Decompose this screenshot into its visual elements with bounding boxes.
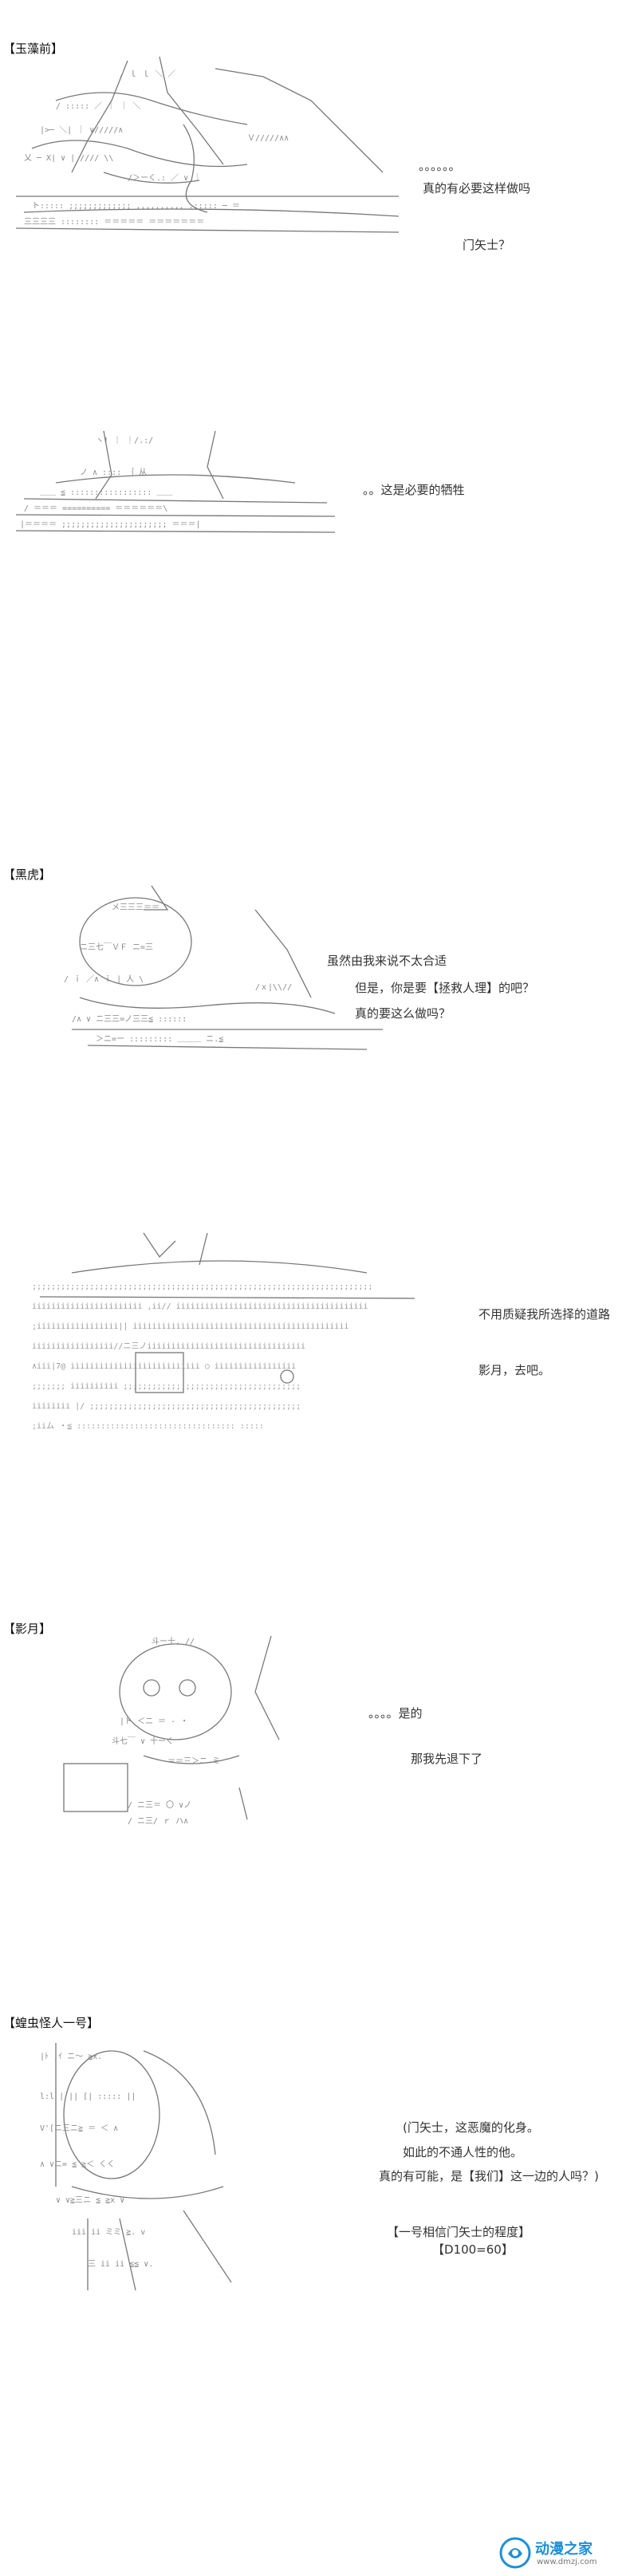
- svg-text:l:l | || [| ::::: ||: l:l | || [| ::::: ||: [40, 2092, 136, 2101]
- speaker-label-tamamo: 【玉藻前】: [3, 41, 64, 56]
- svg-text:ト::::: ;;;;;;;;;;;;; ,,,,,,,,,: ト::::: ;;;;;;;;;;;;; ,,,,,,,,,, :::::: ─…: [32, 202, 240, 211]
- ascii-art-heihu-drawing: メ三三三＝＝ ニ三七￣ＶＦ ニ=三 / ｉ ／∧ ｉ | 人 \ /ｘ|\\//…: [64, 885, 383, 1050]
- dialogue-line: 真的有必要这样做吗: [423, 181, 531, 196]
- svg-text:;;;;;;; iiiiiiiiii ;;;;;;;;;;;: ;;;;;;; iiiiiiiiii ;;;;;;;;;;;;;;;;;;;;;…: [32, 1382, 301, 1391]
- dialogue-line: 那我先退下了: [411, 1752, 483, 1766]
- svg-text:|ト ＜ニ ＝ ‐ ・: |ト ＜ニ ＝ ‐ ・: [120, 1717, 188, 1726]
- svg-text:;;;;;;;;;;;;;;;;;;;;;;;;;;;;;;: ;;;;;;;;;;;;;;;;;;;;;;;;;;;;;;;;;;;;;;;;…: [32, 1282, 372, 1291]
- svg-text:V'[ニ三ニ≧ ＝ ＜ ∧: V'[ニ三ニ≧ ＝ ＜ ∧: [40, 2124, 118, 2133]
- svg-text:＞ニ=ー ::::::::: ＿＿＿ ニ.≦: ＞ニ=ー ::::::::: ＿＿＿ ニ.≦: [96, 1035, 223, 1044]
- speaker-label-heihu: 【黑虎】: [3, 867, 52, 882]
- dialogue-line: 。。。。。。: [419, 159, 461, 173]
- svg-text:ニ三七￣ＶＦ ニ=三: ニ三七￣ＶＦ ニ=三: [80, 942, 153, 952]
- svg-text:iiiiiiiiiiiiiiiii//ニ三ノiiiiiiii: iiiiiiiiiiiiiiiii//ニ三ノiiiiiiiiiiiiiiiiii…: [32, 1342, 305, 1351]
- svg-text:iiiiiiii |/ ;;;;;;;;;;;;;;;;;;: iiiiiiii |/ ;;;;;;;;;;;;;;;;;;;;;;;;;;;;…: [32, 1402, 301, 1411]
- svg-text:|>─ ＼| ｜ ∨/////∧: |>─ ＼| ｜ ∨/////∧: [40, 125, 123, 135]
- dialogue-line: 。。这是必要的牺牲: [363, 483, 465, 497]
- svg-text:∧ ∨ニ= ≦ ≧＜ くく: ∧ ∨ニ= ≦ ≧＜ くく: [40, 2160, 115, 2169]
- svg-text:∨ ∨≧三ニ ≦ ≧x ∨: ∨ ∨≧三ニ ≦ ≧x ∨: [56, 2196, 124, 2205]
- svg-text:Ｖ/////∧∧: Ｖ/////∧∧: [247, 134, 289, 143]
- svg-text:/ ＝＝＝ ========== ＝＝＝＝＝＝\: / ＝＝＝ ========== ＝＝＝＝＝＝\: [24, 504, 167, 513]
- svg-text:メ三三三＝＝: メ三三三＝＝: [112, 903, 160, 912]
- dialogue-line: 不用质疑我所选择的道路: [478, 1307, 611, 1322]
- dialogue-line: 。。。。是的: [368, 1706, 423, 1721]
- dialogue-line: 虽然由我来说不太合适: [327, 954, 447, 968]
- svg-text:|＝＝＝＝ ;;;;;;;;;;;;;;;;;;;;;; ＝: |＝＝＝＝ ;;;;;;;;;;;;;;;;;;;;;; ＝＝＝|: [20, 520, 201, 529]
- svg-text:/∧ ∨ ニ三三=ノ三三≦ ::::::: /∧ ∨ ニ三三=ノ三三≦ ::::::: [72, 1015, 187, 1024]
- ascii-art-locust-one: |ﾄ ,ｲ ニ～ ≧x. l:l | || [| ::::: || V'[ニ三ニ…: [24, 2027, 327, 2298]
- svg-text:＝＝三＞ニ ミ: ＝＝三＞ニ ミ: [167, 1757, 220, 1766]
- svg-text:/ ニ三/ ｒ ハ∧: / ニ三/ ｒ ハ∧: [128, 1817, 188, 1826]
- logo-text: 动漫之家: [535, 2541, 593, 2558]
- ascii-art-decision-drawing: ;;;;;;;;;;;;;;;;;;;;;;;;;;;;;;;;;;;;;;;;…: [32, 1232, 415, 1431]
- svg-text:三 ii ii ≦≦ ∨.: 三 ii ii ≦≦ ∨.: [88, 2260, 153, 2269]
- svg-text:＿＿ ≦ ::::::::::::::::: ＿＿: ＿＿ ≦ ::::::::::::::::: ＿＿: [40, 488, 172, 497]
- dialogue-line: 如此的不通人性的他。: [403, 2145, 523, 2159]
- ascii-art-locust-one-drawing: |ﾄ ,ｲ ニ～ ≧x. l:l | || [| ::::: || V'[ニ三ニ…: [40, 2043, 232, 2291]
- svg-text:/＞ーく.: ／ ∨ ｜: /＞ーく.: ／ ∨ ｜: [128, 173, 201, 183]
- svg-text:乂 ─ X| ∨ | //// \\: 乂 ─ X| ∨ | //// \\: [24, 154, 113, 163]
- dice-result-label: 【一号相信门矢士的程度】: [387, 2225, 531, 2239]
- svg-text:;iiiiiiiiiiiiiiiii|| iiiiiiiii: ;iiiiiiiiiiiiiiiii|| iiiiiiiiiiiiiiiiiii…: [32, 1322, 349, 1331]
- dmzj-logo-icon: [499, 2537, 531, 2569]
- dice-result-value: 【D100=60】: [432, 2242, 514, 2257]
- svg-text:/ ｌ ｌ ＼ ／: / ｌ ｌ ＼ ／: [120, 69, 175, 79]
- svg-text:三三三三 :::::::: ＝＝＝＝＝ ＝＝＝＝＝＝＝: 三三三三 :::::::: ＝＝＝＝＝ ＝＝＝＝＝＝＝: [24, 218, 204, 227]
- speaker-label-kagetsuki: 【影月】: [3, 1622, 52, 1636]
- ascii-art-sacrifice: ヽ! ｜ ｜/.:/ ノ ∧ :::: ｛ 从 ＿＿ ≦ :::::::::::…: [8, 427, 343, 539]
- ascii-art-kagetsuki: 斗ー十. // |ト ＜ニ ＝ ‐ ・ 斗七￣ ∨ 十ーく ＝＝三＞ニ ミ / …: [48, 1628, 319, 1831]
- ascii-art-kagetsuki-drawing: 斗ー十. // |ト ＜ニ ＝ ‐ ・ 斗七￣ ∨ 十ーく ＝＝三＞ニ ミ / …: [63, 1635, 280, 1826]
- svg-text:/ ｉ ／∧ ｉ | 人 \: / ｉ ／∧ ｉ | 人 \: [64, 974, 144, 984]
- ascii-art-sacrifice-drawing: ヽ! ｜ ｜/.:/ ノ ∧ :::: ｛ 从 ＿＿ ≦ :::::::::::…: [15, 430, 336, 533]
- svg-text:∧iii|7@ iiiiiiiiiiiiiiiiiiiiii: ∧iii|7@ iiiiiiiiiiiiiiiiiiiiiiiiiii ○ ii…: [32, 1362, 296, 1371]
- speaker-label-locust-one: 【蝗虫怪人一号】: [3, 2016, 100, 2030]
- dialogue-line: 但是，你是要【拯救人理】的吧？: [355, 981, 535, 995]
- dialogue-line: 门矢士？: [463, 238, 511, 252]
- ascii-art-heihu: メ三三三＝＝ ニ三七￣ＶＦ ニ=三 / ｉ ／∧ ｉ | 人 \ /ｘ|\\//…: [48, 878, 399, 1061]
- svg-text:/ ニ三＝ 〇 ∨ノ: / ニ三＝ 〇 ∨ノ: [128, 1800, 191, 1810]
- watermark-logo: 动漫之家 www.dmzj.com: [498, 2535, 634, 2573]
- svg-text:iiiiiiiiiiiiiiiiiiiiiii ,ii//: iiiiiiiiiiiiiiiiiiiiiii ,ii// iiiiiiiiii…: [32, 1302, 368, 1311]
- ascii-art-tamamo-drawing: / ｌ ｌ ＼ ／ / ::::: ／ ｜ ｜ ＼ |>─ ＼| ｜ ∨////…: [15, 56, 400, 233]
- ascii-art-tamamo: / ｌ ｌ ＼ ／ / ::::: ／ ｜ ｜ ＼ |>─ ＼| ｜ ∨////…: [8, 53, 411, 240]
- svg-text:斗七￣ ∨ 十ーく: 斗七￣ ∨ 十ーく: [112, 1736, 174, 1746]
- svg-text:ヽ! ｜ ｜/.:/: ヽ! ｜ ｜/.:/: [96, 436, 153, 445]
- dialogue-line: 真的要这么做吗？: [355, 1006, 451, 1021]
- svg-text:;iiム ・≦ ::::::::::::::::::::::: ;iiム ・≦ ::::::::::::::::::::::::::::::::…: [32, 1421, 264, 1431]
- svg-text:ノ ∧ :::: ｛ 从: ノ ∧ :::: ｛ 从: [80, 468, 147, 477]
- ascii-art-decision: ;;;;;;;;;;;;;;;;;;;;;;;;;;;;;;;;;;;;;;;;…: [24, 1225, 431, 1436]
- svg-text:/ｘ|\\//: /ｘ|\\//: [255, 983, 292, 992]
- dialogue-line: 影月，去吧。: [478, 1363, 551, 1377]
- svg-text:iii ii ミミ ≧. v: iii ii ミミ ≧. v: [72, 2228, 145, 2237]
- svg-text:斗ー十. //: 斗ー十. //: [152, 1636, 195, 1646]
- dialogue-line: 真的有可能，是【我们】这一边的人吗？): [379, 2169, 599, 2183]
- svg-text:|ﾄ ,ｲ ニ～ ≧x.: |ﾄ ,ｲ ニ～ ≧x.: [40, 2053, 102, 2061]
- svg-text:/ ::::: ／ ｜ ｜ ＼: / ::::: ／ ｜ ｜ ＼: [56, 101, 140, 111]
- dialogue-line: (门矢士，这恶魔的化身。: [403, 2120, 539, 2135]
- logo-url: www.dmzj.com: [537, 2558, 597, 2566]
